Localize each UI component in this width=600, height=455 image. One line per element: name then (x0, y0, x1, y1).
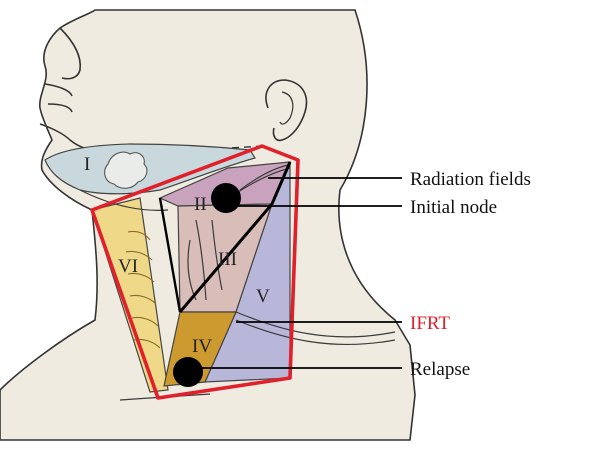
level-III-label: III (218, 249, 237, 270)
level-VI-region (91, 197, 169, 393)
level-I-label: I (84, 154, 90, 175)
initial-node-marker (211, 183, 241, 213)
nose-line (59, 27, 82, 80)
scm-border-2 (158, 197, 182, 313)
initial-node-label: Initial node (410, 197, 497, 218)
ear (265, 79, 308, 142)
lips-line (44, 83, 73, 113)
level-VI-label: VI (118, 256, 138, 277)
ifrt-field-outline (90, 144, 300, 400)
radiation-fields-label: Radiation fields (410, 169, 531, 190)
relapse-label: Relapse (410, 359, 470, 380)
relapse-node-marker (173, 357, 203, 387)
ear-inner (279, 91, 294, 125)
level-IV-label: IV (192, 336, 212, 357)
scm-border (178, 161, 292, 313)
ifrt-label: IFRT (410, 313, 450, 334)
level-II-label: II (194, 194, 207, 215)
submandibular-gland (104, 151, 148, 189)
level-V-label: V (256, 286, 270, 307)
